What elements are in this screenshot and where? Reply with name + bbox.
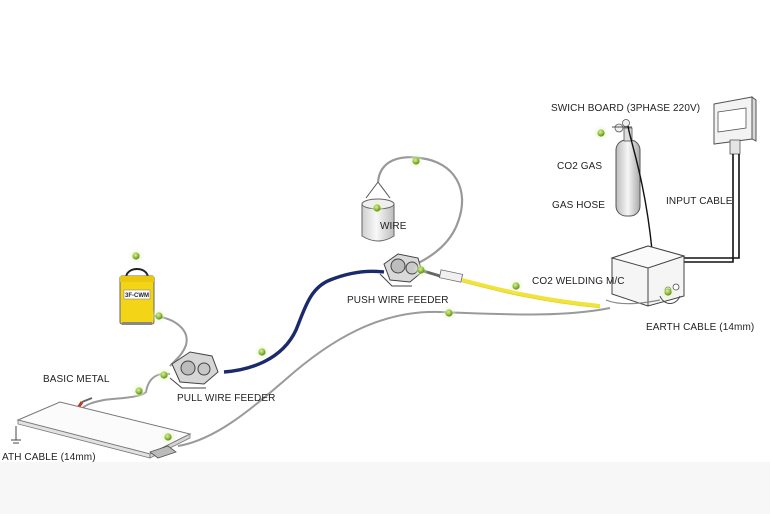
- cooler-hose: [153, 315, 188, 367]
- marker-dot: [508, 278, 524, 294]
- torch-cable: [177, 307, 611, 447]
- label-switch-board: SWICH BOARD (3PHASE 220V): [551, 103, 700, 114]
- marker-dot: [131, 383, 147, 399]
- marker-dot: [156, 367, 172, 383]
- marker-dot: [441, 305, 457, 321]
- wire-conduit: [223, 269, 385, 374]
- label-pull-wire-feeder: PULL WIRE FEEDER: [177, 393, 275, 404]
- marker-dot: [254, 344, 270, 360]
- gas-hose: [627, 125, 653, 251]
- label-co2-gas: CO2 GAS: [557, 161, 602, 172]
- label-gas-hose: GAS HOSE: [552, 200, 605, 211]
- label-ath-cable: ATH CABLE (14mm): [2, 452, 96, 463]
- pull-wire-feeder: [169, 351, 219, 389]
- base-metal-plate: [16, 401, 192, 459]
- marker-dot: [160, 429, 176, 445]
- label-push-wire-feeder: PUSH WIRE FEEDER: [347, 295, 449, 306]
- water-cooler: 3F-CWM: [119, 268, 155, 325]
- marker-dot: [413, 262, 429, 278]
- wire-loop: [376, 156, 464, 268]
- torch-hose: [79, 372, 171, 411]
- label-input-cable: INPUT CABLE: [666, 196, 733, 207]
- background-band: [0, 462, 770, 514]
- label-earth-cable: EARTH CABLE (14mm): [646, 322, 754, 333]
- ground-symbol-icon: [11, 426, 21, 444]
- earth-cable: [605, 299, 661, 305]
- power-cable: [461, 278, 601, 308]
- cooler-tag: 3F-CWM: [125, 293, 149, 299]
- label-wire: WIRE: [380, 221, 407, 232]
- label-basic-metal: BASIC METAL: [43, 374, 110, 385]
- switch-board: [713, 96, 757, 155]
- label-co2-welding-mc: CO2 WELDING M/C: [532, 276, 625, 287]
- marker-dot: [593, 125, 609, 141]
- input-cable: [676, 154, 740, 270]
- marker-dot: [151, 308, 167, 324]
- marker-dot: [128, 248, 144, 264]
- marker-dot: [660, 284, 676, 300]
- co2-gas-cylinder: [612, 119, 641, 217]
- marker-dot: [369, 200, 385, 216]
- marker-dot: [408, 153, 424, 169]
- marker-dots: [128, 125, 676, 445]
